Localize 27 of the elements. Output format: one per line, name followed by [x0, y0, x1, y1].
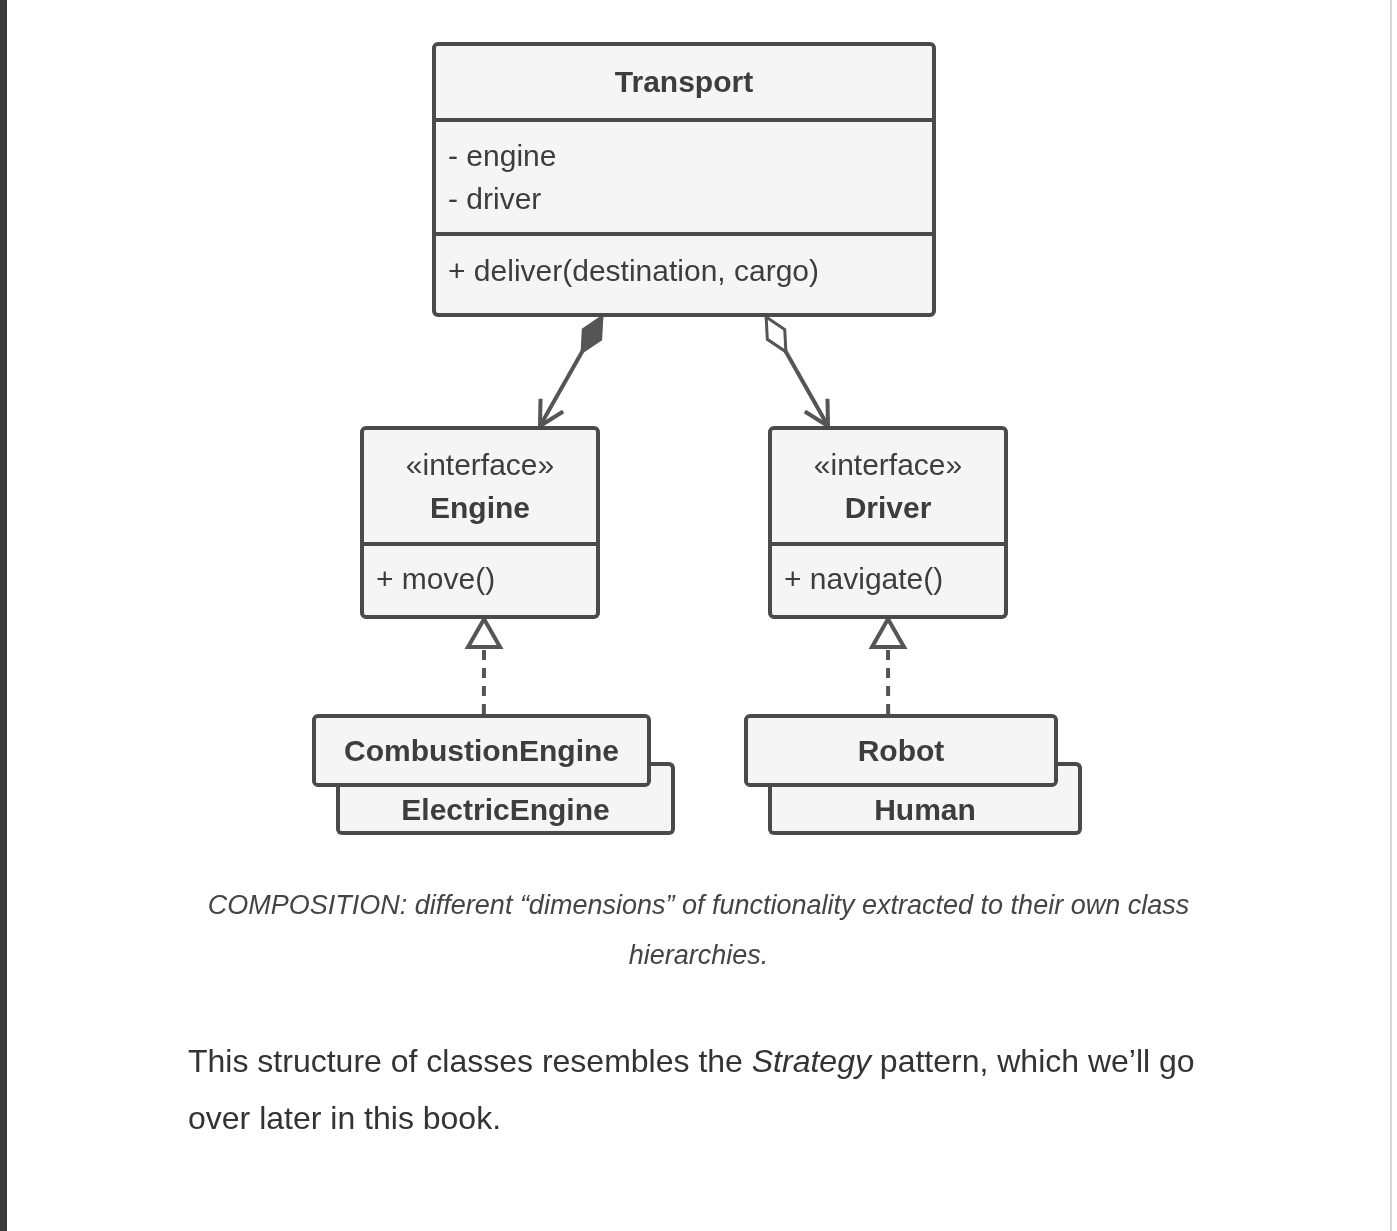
class-box	[768, 426, 1008, 619]
class-member: + move()	[376, 560, 496, 597]
class-member: + deliver(destination, cargo)	[448, 252, 820, 289]
class-box	[360, 426, 600, 619]
class-box	[768, 787, 1082, 835]
class-box	[744, 714, 1058, 787]
association-arrow	[764, 315, 830, 428]
class-box	[312, 714, 651, 787]
association-arrow	[538, 315, 604, 428]
realization-arrow	[466, 617, 502, 714]
class-box	[336, 787, 675, 835]
realization-arrow	[870, 617, 907, 714]
stereotype-label: «interface»	[405, 446, 555, 483]
body-paragraph: This structure of classes resembles the Strategy pattern, which we’ll go over later in this book.	[188, 1042, 1196, 1138]
class-member: - driver	[448, 181, 542, 217]
class-name: Human	[874, 791, 976, 828]
class-name: Driver	[844, 490, 932, 526]
figure-caption: COMPOSITION: different “dimensions” of functionality extracted to their own class hierarchies.	[206, 889, 1191, 972]
class-name: ElectricEngine	[401, 791, 610, 828]
class-member: + navigate()	[784, 560, 944, 597]
class-name: Engine	[430, 490, 530, 526]
class-name: Robot	[857, 732, 945, 769]
class-name: Transport	[614, 64, 754, 101]
class-name: CombustionEngine	[344, 732, 619, 769]
class-box	[432, 42, 936, 317]
stereotype-label: «interface»	[813, 446, 963, 483]
class-member: - engine	[448, 137, 557, 174]
